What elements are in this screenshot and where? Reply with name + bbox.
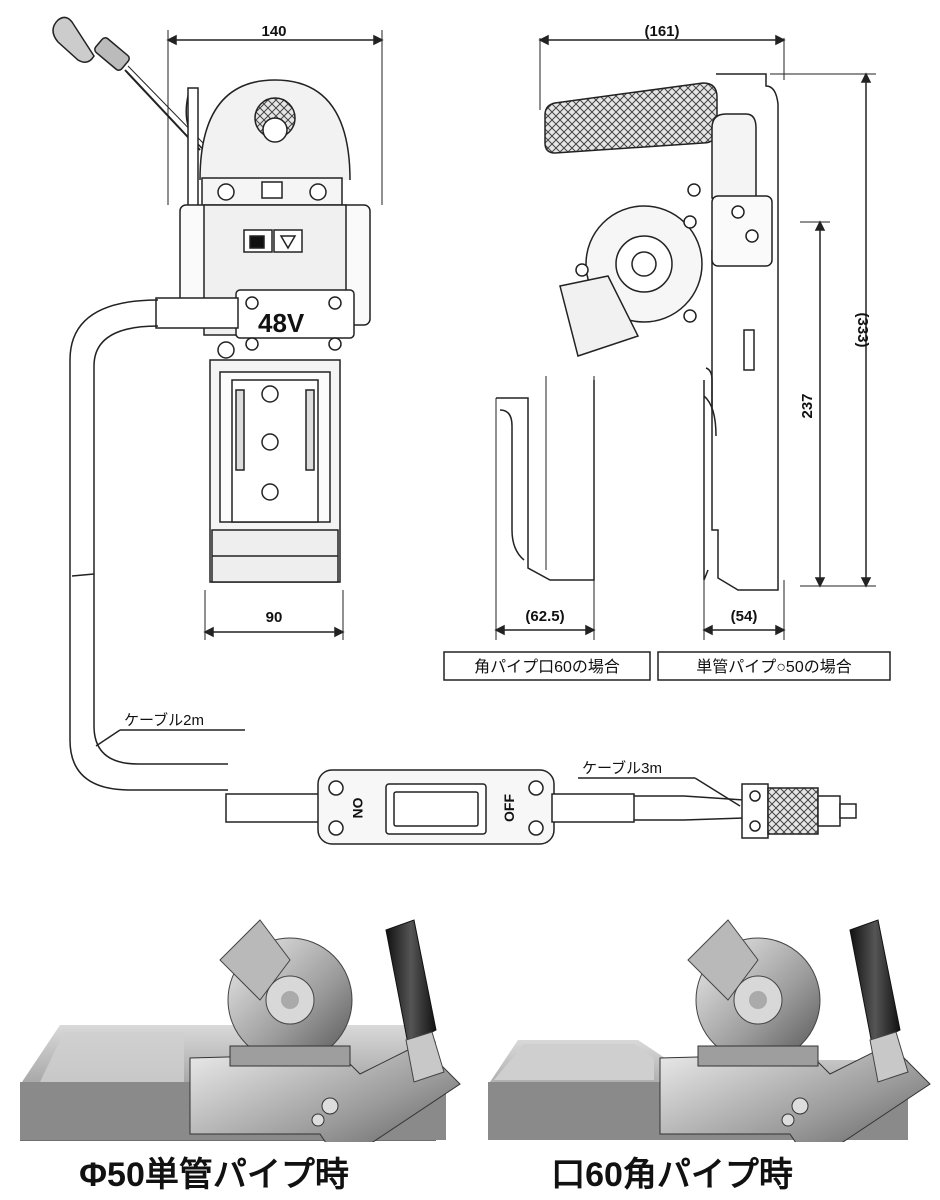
dim-333-label: (333) [854, 312, 871, 347]
round-case-label: 単管パイプ○50の場合 [696, 658, 851, 676]
dim-base-front [203, 590, 345, 640]
switch-on-label: ON [350, 798, 366, 819]
dim-62-5-label: (62.5) [525, 608, 564, 625]
cable-3m-label: ケーブル3m [582, 759, 662, 777]
dim-237-label: 237 [799, 393, 816, 418]
side-view [494, 34, 876, 640]
square-case-label: 角パイプ口60の場合 [474, 658, 620, 676]
dim-width-front [166, 30, 384, 205]
front-view: 48V [52, 16, 384, 640]
voltage-label: 48V [258, 308, 305, 338]
lanyard-hook [52, 16, 206, 151]
cable-assembly [69, 299, 857, 845]
switch-off-label: OFF [501, 794, 517, 822]
caption-square-pipe: 口60角パイプ時 [551, 1156, 793, 1194]
dim-width-side [538, 34, 786, 110]
dim-90-label: 90 [266, 609, 283, 626]
photo-square-pipe [488, 919, 931, 1165]
cable-2m-label: ケーブル2m [124, 711, 204, 729]
square-case-box: 角パイプ口60の場合 [443, 651, 651, 681]
caption-round-pipe: Φ50単管パイプ時 [79, 1156, 349, 1194]
photo-round-pipe [20, 919, 461, 1165]
round-case-box: 単管パイプ○50の場合 [657, 651, 891, 681]
dim-54-label: (54) [731, 608, 758, 625]
dim-140-label: 140 [261, 23, 286, 40]
dim-161-label: (161) [644, 23, 679, 40]
